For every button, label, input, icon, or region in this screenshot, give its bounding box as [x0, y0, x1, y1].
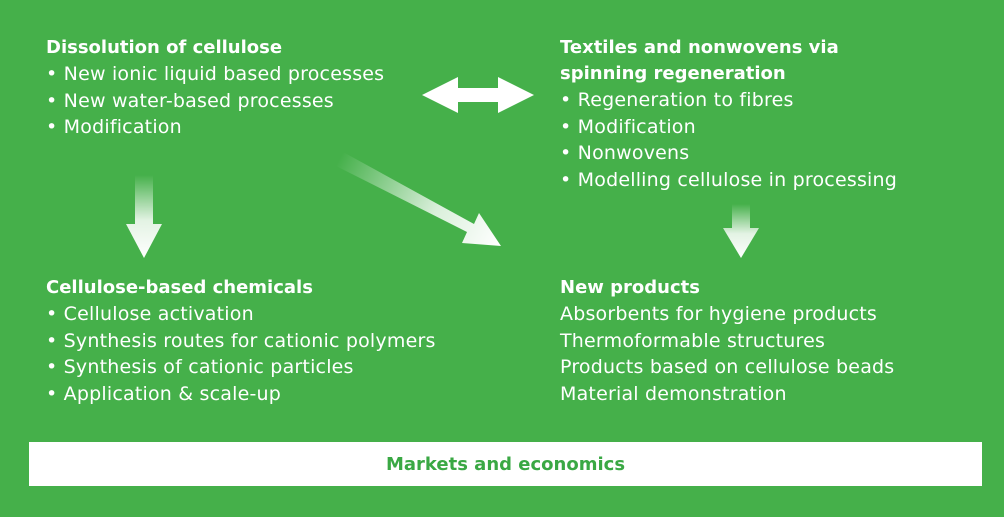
- list-item: Cellulose activation: [46, 301, 436, 328]
- title-line: New products: [560, 277, 700, 298]
- block-textiles-and-nonwovens: Textiles and nonwovens via spinning rege…: [560, 35, 897, 193]
- block-new-products: New products Absorbents for hygiene prod…: [560, 275, 894, 407]
- title-line: Dissolution of cellulose: [46, 37, 283, 58]
- item-list: New ionic liquid based processes New wat…: [46, 61, 384, 141]
- list-item: Modelling cellulose in processing: [560, 167, 897, 194]
- list-item: Modification: [46, 114, 384, 141]
- list-item: Regeneration to fibres: [560, 87, 897, 114]
- item-list: Absorbents for hygiene products Thermofo…: [560, 301, 894, 407]
- block-dissolution-of-cellulose: Dissolution of cellulose New ionic liqui…: [46, 35, 384, 141]
- arrow-diagonal-icon: [336, 152, 501, 246]
- title-line: Textiles and nonwovens via: [560, 37, 839, 58]
- arrow-down-icon: [126, 175, 162, 258]
- bottom-strip: [0, 500, 1004, 517]
- title-line: spinning regeneration: [560, 63, 786, 84]
- list-item: Products based on cellulose beads: [560, 356, 895, 378]
- list-item: Modification: [560, 114, 897, 141]
- markets-and-economics-bar: Markets and economics: [29, 442, 982, 486]
- item-list: Regeneration to fibres Modification Nonw…: [560, 87, 897, 193]
- list-item: New water-based processes: [46, 88, 384, 115]
- block-title: Cellulose-based chemicals: [46, 275, 436, 301]
- block-title: Textiles and nonwovens via spinning rege…: [560, 35, 897, 87]
- block-title: Dissolution of cellulose: [46, 35, 384, 61]
- block-title: New products: [560, 275, 894, 301]
- list-item: Thermoformable structures: [560, 329, 826, 352]
- list-item: Material demonstration: [560, 382, 787, 405]
- double-arrow-icon: [422, 77, 534, 113]
- arrow-down-icon: [723, 204, 759, 258]
- block-cellulose-based-chemicals: Cellulose-based chemicals Cellulose acti…: [46, 275, 436, 407]
- list-item: Application & scale-up: [46, 381, 436, 408]
- list-item: Absorbents for hygiene products: [560, 303, 878, 325]
- list-item: New ionic liquid based processes: [46, 61, 384, 88]
- list-item: Synthesis of cationic particles: [46, 354, 436, 381]
- title-line: Cellulose-based chemicals: [46, 277, 313, 298]
- list-item: Synthesis routes for cationic polymers: [46, 328, 436, 355]
- markets-label: Markets and economics: [385, 453, 626, 475]
- list-item: Nonwovens: [560, 140, 897, 167]
- item-list: Cellulose activation Synthesis routes fo…: [46, 301, 436, 407]
